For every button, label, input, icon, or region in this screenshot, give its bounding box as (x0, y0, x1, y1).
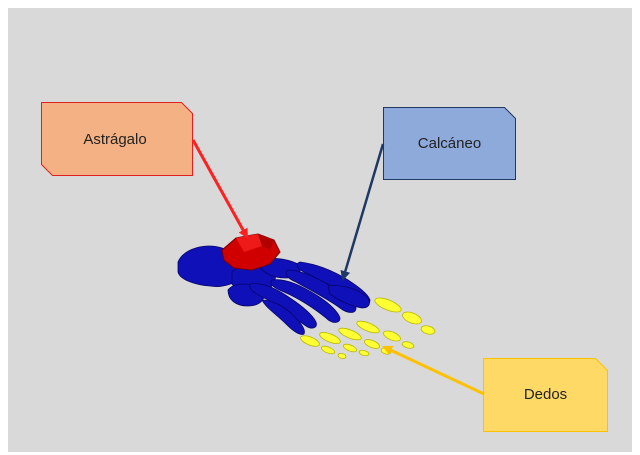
dedos-label: Dedos (523, 386, 568, 403)
astragalo-label: Astrágalo (83, 131, 147, 148)
dedos-callout-shape (483, 358, 608, 432)
calcaneo-label: Calcáneo (417, 135, 482, 152)
astragalo-arrow (191, 139, 249, 239)
dedos-callout: Dedos (483, 358, 608, 432)
dedos-arrow (382, 345, 485, 396)
astragalo-callout-shape (41, 102, 193, 176)
calcaneo-arrow (340, 143, 385, 281)
calcaneo-callout-shape (383, 107, 516, 180)
calcaneo-callout: Calcáneo (383, 107, 516, 180)
astragalo-callout: Astrágalo (41, 102, 193, 176)
yellow-toe-bones (300, 297, 436, 360)
